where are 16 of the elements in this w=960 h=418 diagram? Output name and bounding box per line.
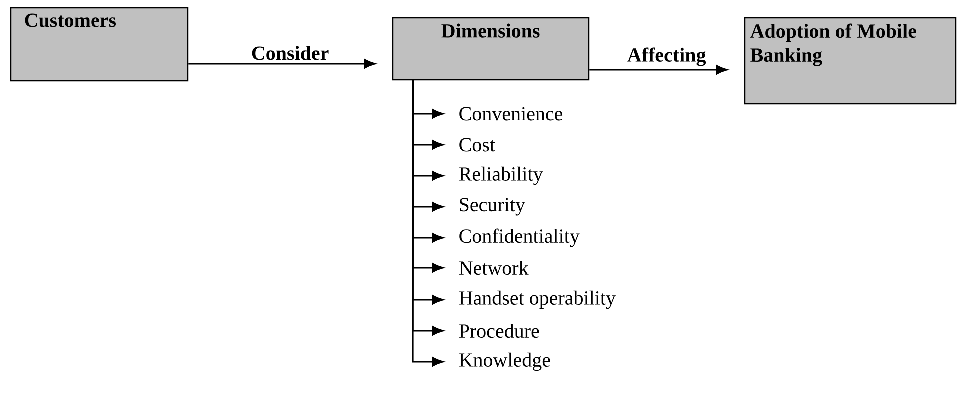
list-item: Reliability xyxy=(459,166,544,186)
process-box: Dimensions xyxy=(392,17,590,81)
process-box: Customers xyxy=(10,7,189,82)
edge-label: Consider xyxy=(252,46,329,60)
edge-label: Affecting xyxy=(628,48,706,66)
list-item: Confidentiality xyxy=(460,228,580,248)
process-box: Adoption of Mobile Banking xyxy=(744,17,957,105)
arrow xyxy=(188,59,376,69)
arrow xyxy=(590,65,728,75)
list-item: Handset operability xyxy=(459,290,616,310)
list-item: Cost xyxy=(460,138,496,152)
list-item: Convenience xyxy=(460,107,563,121)
list-item: Network xyxy=(459,260,529,276)
list-item: Knowledge xyxy=(459,352,550,372)
list-item: Security xyxy=(460,198,526,216)
list-item: Procedure xyxy=(459,324,540,338)
